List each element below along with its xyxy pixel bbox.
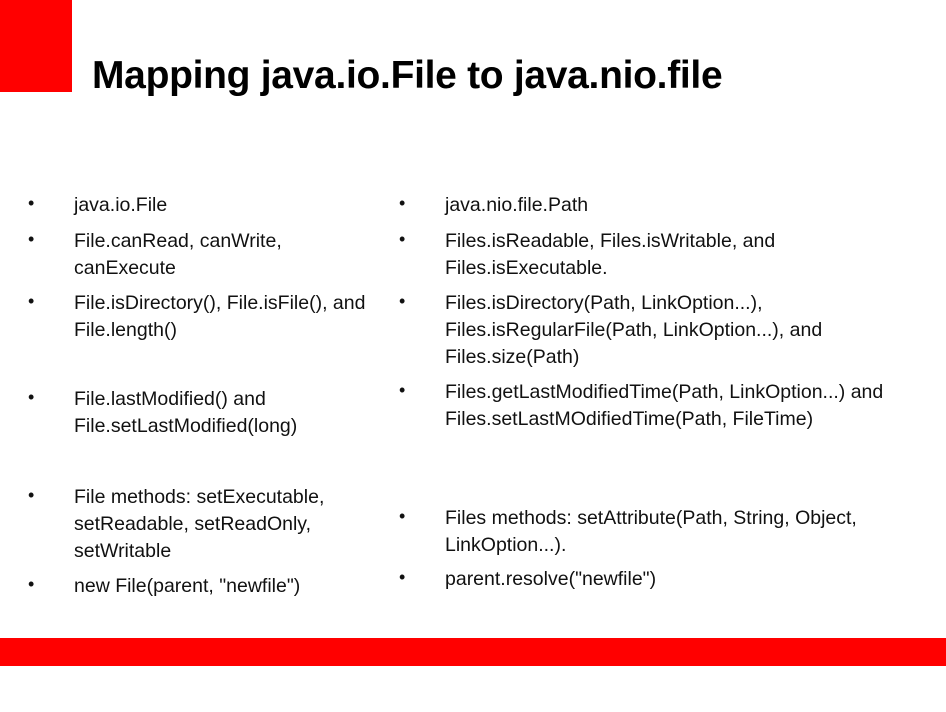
right-bullet-text: Files.getLastModifiedTime(Path, LinkOpti… [445, 381, 884, 430]
bullet-dot: • [28, 387, 35, 407]
slide-title: Mapping java.io.File to java.nio.file [92, 54, 723, 97]
bullet-dot: • [399, 506, 406, 526]
corner-accent-block [0, 0, 72, 92]
bullet-dot: • [28, 229, 35, 249]
left-bullet-text: File.lastModified() and File.setLastModi… [74, 388, 298, 437]
bullet-dot: • [399, 229, 406, 249]
right-bullet-text: java.nio.file.Path [445, 194, 589, 216]
left-bullet-text: java.io.File [74, 194, 168, 216]
bullet-dot: • [399, 193, 406, 213]
left-bullet-text: File.canRead, canWrite, canExecute [74, 230, 282, 279]
right-bullet-text: Files methods: setAttribute(Path, String… [445, 507, 857, 556]
footer-accent-bar [0, 638, 946, 666]
right-bullet-text: Files.isDirectory(Path, LinkOption...), … [445, 292, 823, 368]
bullet-dot: • [28, 193, 35, 213]
bullet-dot: • [399, 380, 406, 400]
left-bullet-text: File.isDirectory(), File.isFile(), and F… [74, 292, 366, 341]
left-bullet-text: new File(parent, "newfile") [74, 575, 301, 597]
left-bullet-text: File methods: setExecutable, setReadable… [74, 486, 325, 562]
bullet-dot: • [28, 291, 35, 311]
bullet-dot: • [28, 485, 35, 505]
bullet-dot: • [399, 567, 406, 587]
bullet-dot: • [28, 574, 35, 594]
bullet-dot: • [399, 291, 406, 311]
right-bullet-text: parent.resolve("newfile") [445, 568, 657, 590]
right-bullet-text: Files.isReadable, Files.isWritable, and … [445, 230, 776, 279]
